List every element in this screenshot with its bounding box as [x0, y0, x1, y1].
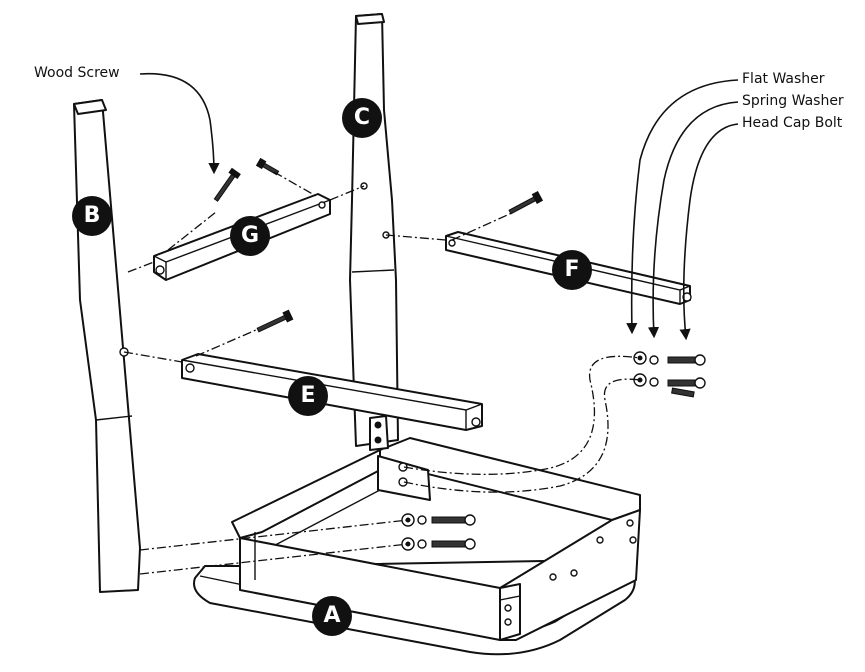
- part-badge-a: A: [312, 596, 352, 636]
- wood-screw-label: Wood Screw: [34, 65, 120, 81]
- part-badge-e: E: [288, 376, 328, 416]
- flat-washer-label: Flat Washer: [742, 71, 825, 87]
- part-badge-b: B: [72, 196, 112, 236]
- spring-washer-label: Spring Washer: [742, 93, 844, 109]
- seat-frame: [231, 437, 641, 641]
- callout-arrows: [139, 72, 739, 341]
- rail-e: [181, 353, 483, 431]
- back-leg-b: [73, 99, 141, 593]
- alignment-lines: [123, 171, 641, 575]
- bolt-sets-right: [633, 351, 706, 398]
- part-badge-f: F: [552, 250, 592, 290]
- part-badge-c: C: [342, 98, 382, 138]
- part-badge-g: G: [230, 216, 270, 256]
- bolt-sets-front: [401, 513, 476, 551]
- head-cap-bolt-label: Head Cap Bolt: [742, 115, 843, 131]
